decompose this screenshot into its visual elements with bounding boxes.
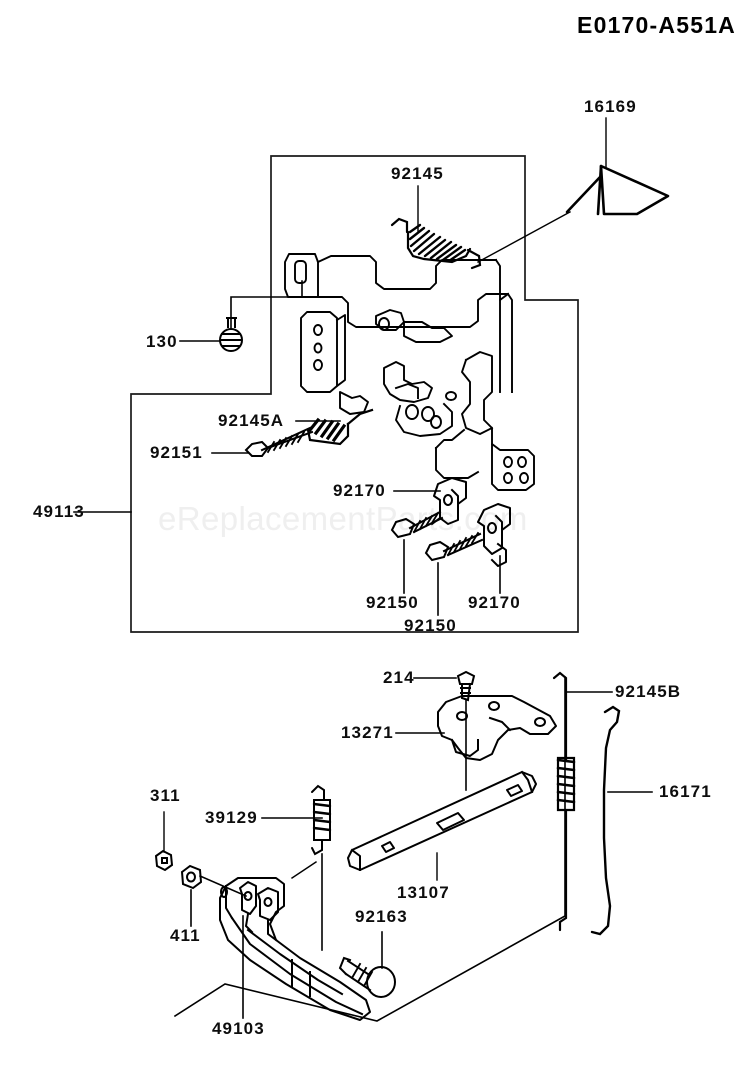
callout-92163: 92163 xyxy=(355,907,408,926)
leader-130 xyxy=(179,280,303,342)
part-92170-clamp-right xyxy=(477,503,511,567)
page-title: E0170-A551A xyxy=(577,12,736,38)
part-92170-clamp-left xyxy=(430,477,467,526)
part-92150-bolt-left xyxy=(390,510,444,539)
callout-13271: 13271 xyxy=(341,723,394,742)
callout-39129: 39129 xyxy=(205,808,258,827)
callout-92170-left: 92170 xyxy=(333,481,386,500)
part-411-washer xyxy=(180,864,203,890)
part-13107-shaft xyxy=(347,770,537,871)
leader-214 xyxy=(413,677,467,791)
callout-92145B: 92145B xyxy=(615,682,682,701)
link-shaft-lever xyxy=(291,861,317,879)
part-92145A-spring xyxy=(306,408,374,446)
part-92150-bolt-right xyxy=(424,531,484,562)
part-49113-bracket xyxy=(284,253,535,491)
part-49103-bracket xyxy=(219,877,371,1021)
leader-411 xyxy=(190,874,248,927)
callout-92170-right: 92170 xyxy=(468,593,521,612)
part-92145B-spring xyxy=(552,671,576,932)
part-214-screw xyxy=(456,670,476,702)
callout-92145A: 92145A xyxy=(218,411,285,430)
callout-92145: 92145 xyxy=(391,164,444,183)
callout-214: 214 xyxy=(383,668,415,687)
callout-16169: 16169 xyxy=(584,97,637,116)
callout-92150-left: 92150 xyxy=(366,593,419,612)
part-311-nut xyxy=(154,849,174,872)
part-92163-bolt xyxy=(338,956,396,998)
group-box-49113 xyxy=(130,155,579,633)
callout-92151: 92151 xyxy=(150,443,203,462)
callout-16171: 16171 xyxy=(659,782,712,801)
part-16169-wire-clip xyxy=(565,164,670,216)
part-39129-spring xyxy=(311,784,332,856)
callout-411: 411 xyxy=(170,926,201,945)
callout-92150-right: 92150 xyxy=(404,616,457,635)
callout-49113: 49113 xyxy=(33,502,85,521)
callout-311: 311 xyxy=(150,786,181,805)
link-92145-16169 xyxy=(477,211,571,263)
leader-39129 xyxy=(261,817,323,951)
callout-49103: 49103 xyxy=(212,1019,265,1038)
part-16171-rod xyxy=(590,705,621,936)
callout-13107: 13107 xyxy=(397,883,450,902)
part-130-bolt xyxy=(219,317,243,352)
callout-130: 130 xyxy=(146,332,178,351)
part-92151-bolt xyxy=(244,426,314,457)
part-13271-plate xyxy=(437,695,557,761)
